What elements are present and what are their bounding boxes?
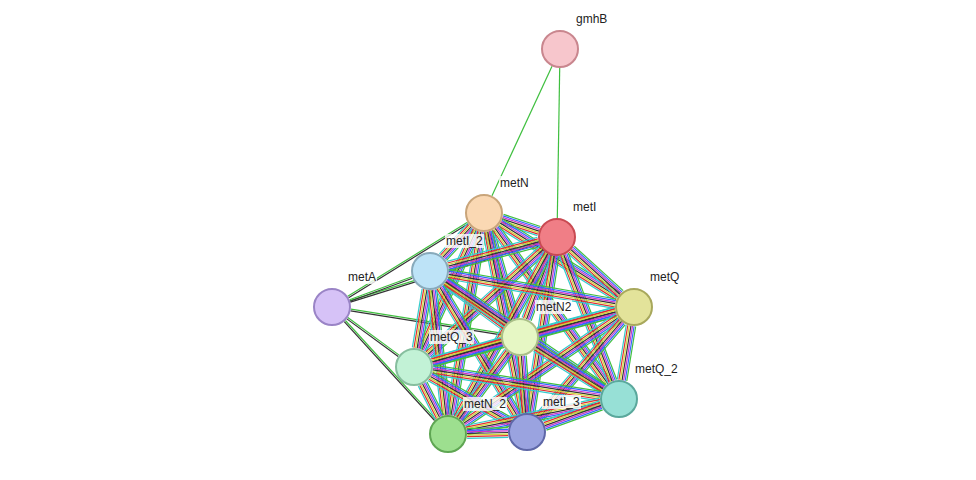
node-label: metI_2: [445, 234, 484, 248]
evidence-line: [414, 289, 424, 348]
evidence-line: [467, 436, 508, 437]
evidence-line: [462, 354, 511, 420]
evidence-line: [467, 428, 508, 429]
node-circle: [313, 288, 351, 326]
evidence-line: [619, 325, 628, 379]
evidence-line: [467, 432, 508, 433]
protein-node: metN_2: [429, 415, 467, 453]
evidence-line: [432, 374, 512, 420]
evidence-line: [418, 386, 435, 419]
protein-node: metQ_3: [395, 348, 433, 386]
evidence-line: [420, 385, 437, 418]
interaction-edge: [557, 68, 559, 218]
interaction-edge: [492, 66, 552, 196]
interaction-edge: [467, 428, 508, 439]
node-circle: [615, 288, 653, 326]
evidence-line: [412, 289, 422, 348]
evidence-line: [461, 353, 510, 419]
protein-node: metA: [313, 288, 351, 326]
evidence-line: [458, 351, 507, 417]
interaction-edge: [617, 325, 635, 381]
evidence-line: [432, 342, 501, 362]
node-circle: [508, 413, 546, 451]
node-label: metQ_2: [634, 362, 679, 376]
evidence-line: [539, 343, 606, 385]
protein-node: metN2: [501, 318, 539, 356]
node-circle: [538, 218, 576, 256]
protein-node: metI: [538, 218, 576, 256]
protein-node: metI_3: [508, 413, 546, 451]
node-label: metI_3: [542, 395, 581, 409]
node-circle: [411, 252, 449, 290]
node-circle: [429, 415, 467, 453]
node-label: metQ_3: [429, 330, 474, 344]
node-circle: [395, 348, 433, 386]
evidence-line: [537, 346, 604, 388]
node-label: gmhB: [575, 12, 608, 26]
node-label: metN_2: [463, 397, 507, 411]
evidence-line: [538, 344, 605, 386]
evidence-line: [348, 318, 399, 356]
node-circle: [600, 380, 638, 418]
node-circle: [465, 194, 503, 232]
node-circle: [501, 318, 539, 356]
node-label: metI: [572, 200, 597, 214]
node-label: metN: [499, 176, 530, 190]
node-label: metA: [347, 270, 377, 284]
evidence-line: [574, 246, 623, 290]
evidence-line: [467, 434, 508, 435]
evidence-line: [467, 429, 508, 430]
protein-node: metQ: [615, 288, 653, 326]
protein-node: metI_2: [411, 252, 449, 290]
evidence-line: [449, 271, 616, 300]
evidence-line: [431, 375, 511, 421]
evidence-line: [421, 385, 438, 418]
evidence-line: [467, 437, 508, 438]
node-label: metN2: [535, 300, 572, 314]
protein-node: gmhB: [541, 30, 579, 68]
node-label: metQ: [649, 270, 680, 284]
evidence-line: [492, 66, 552, 196]
evidence-line: [557, 68, 559, 218]
protein-node: metN: [465, 194, 503, 232]
node-circle: [541, 30, 579, 68]
protein-node: metQ_2: [600, 380, 638, 418]
evidence-line: [467, 431, 508, 432]
evidence-line: [433, 372, 513, 418]
